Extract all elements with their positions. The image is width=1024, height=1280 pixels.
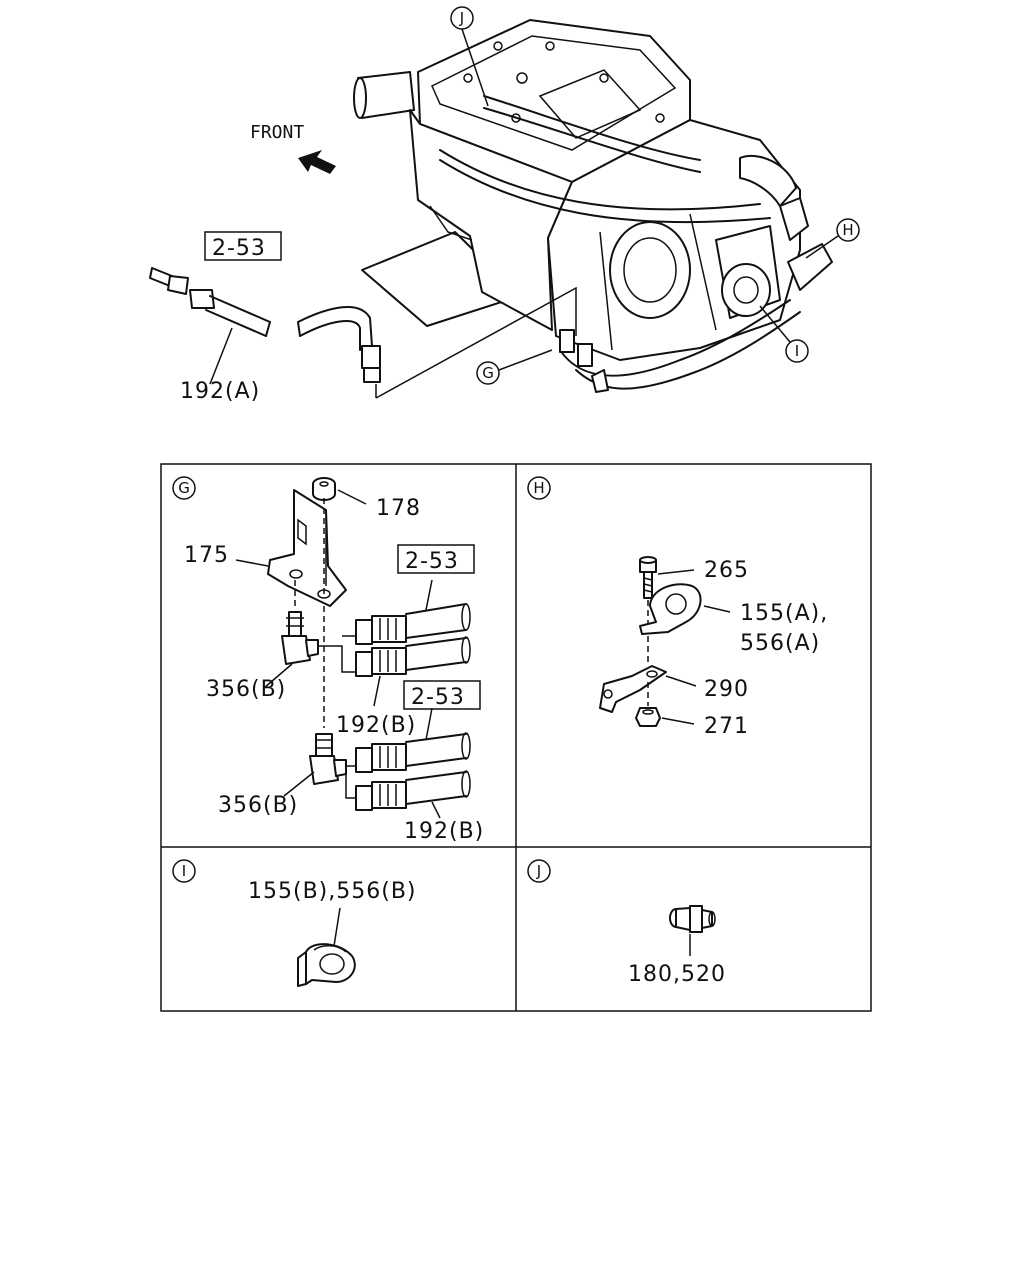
callout-h: H: [805, 218, 860, 259]
ref-box-2-53: [204, 231, 282, 261]
callout-j: J: [450, 6, 489, 107]
label-192a: 192(A): [180, 379, 260, 404]
label-175: 175: [184, 543, 229, 568]
hoses-192b-lower: [345, 707, 471, 819]
label-155a-line1: 155(A),: [740, 601, 828, 626]
clamp-155a: [639, 583, 731, 635]
nut-271: [635, 707, 695, 727]
label-155b-556b: 155(B),556(B): [248, 879, 417, 904]
label-155a-line2: 556(A): [740, 631, 820, 656]
connection-line: [375, 286, 577, 399]
label-178: 178: [376, 496, 421, 521]
label-356b-upper: 356(B): [206, 677, 286, 702]
panel-j: J 180,520: [527, 859, 726, 987]
panel-g: G 178 175 356(B): [172, 476, 484, 844]
front-arrow-icon: [298, 150, 336, 174]
label-356b-lower: 356(B): [218, 793, 298, 818]
panel-j-letter: J: [536, 862, 541, 880]
clamp-155b: [297, 943, 356, 987]
callout-i: I: [759, 305, 809, 363]
label-192b-upper: 192(B): [336, 713, 416, 738]
label-271: 271: [704, 714, 749, 739]
label-180-520: 180,520: [628, 962, 726, 987]
fitting-180: [669, 905, 716, 956]
ref-box-2-53-g-upper-label: 2-53: [405, 549, 459, 574]
ref-box-2-53-g-lower-label: 2-53: [411, 685, 465, 710]
bracket-290: [599, 665, 697, 713]
label-290: 290: [704, 677, 749, 702]
hoses-192b-upper: [318, 579, 471, 707]
ref-box-2-53-g-upper: [397, 544, 475, 574]
label-192b-lower: 192(B): [404, 819, 484, 844]
callout-g: G: [476, 349, 553, 385]
panel-h: H 265 155(A), 556(A) 290: [527, 476, 828, 739]
panel-i-letter: I: [182, 862, 186, 880]
svg-text:G: G: [482, 364, 494, 382]
front-label: FRONT: [250, 122, 304, 143]
tee-fitting-356b-lower: [283, 733, 347, 797]
bolt-265: [639, 556, 695, 599]
svg-text:J: J: [459, 9, 464, 27]
panel-g-letter: G: [178, 479, 190, 497]
transmission-body: [353, 19, 833, 393]
transmission-overview: FRONT: [149, 6, 860, 404]
detail-grid: [160, 463, 872, 1012]
bracket-175: [235, 489, 347, 607]
ref-box-2-53-g-lower: [403, 680, 481, 710]
panel-h-letter: H: [533, 479, 544, 497]
label-265: 265: [704, 558, 749, 583]
tee-fitting-356b-upper: [263, 611, 319, 689]
washer-178: [312, 477, 367, 505]
ref-box-2-53-label: 2-53: [212, 236, 266, 261]
panel-i: I 155(B),556(B): [172, 859, 417, 987]
svg-text:I: I: [795, 342, 799, 360]
svg-text:H: H: [842, 221, 853, 239]
hose-192a: [149, 267, 381, 385]
